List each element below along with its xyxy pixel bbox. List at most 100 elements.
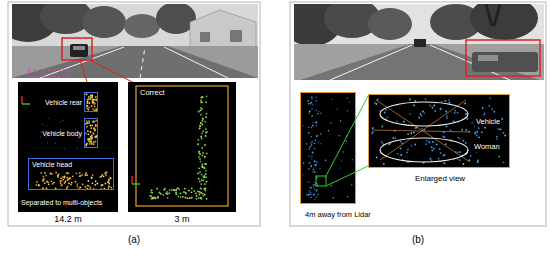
lidar-point xyxy=(42,124,43,125)
lidar-point xyxy=(315,122,317,124)
lidar-point xyxy=(498,156,500,158)
lidar-point xyxy=(308,126,310,128)
lidar-point xyxy=(188,190,190,192)
lidar-point xyxy=(202,176,204,178)
lidar-point xyxy=(108,179,110,181)
lidar-point xyxy=(60,185,62,187)
lidar-point xyxy=(489,97,491,99)
lidar-point xyxy=(311,141,313,143)
lidar-point xyxy=(198,178,200,180)
lidar-point xyxy=(414,144,416,146)
lidar-point xyxy=(310,197,312,199)
lidar-point xyxy=(200,183,202,185)
lidar-point xyxy=(153,197,155,199)
lidar-point xyxy=(311,187,313,189)
lidar-point xyxy=(203,195,205,197)
lidar-point xyxy=(493,111,495,113)
lidar-point xyxy=(201,96,203,98)
point-group xyxy=(371,97,506,165)
axis-mark xyxy=(132,183,140,185)
lidar-point xyxy=(400,154,402,156)
highlight-ellipse xyxy=(380,138,468,162)
lidar-point xyxy=(177,195,179,197)
lidar-point xyxy=(315,140,317,142)
lidar-point xyxy=(51,180,53,182)
lidar-point xyxy=(474,131,476,133)
lidar-point xyxy=(92,102,94,104)
lidar-point xyxy=(202,155,204,157)
lidar-point xyxy=(92,102,94,104)
bounding-box xyxy=(136,86,228,206)
lidar-point xyxy=(167,197,169,199)
lidar-point xyxy=(465,113,467,115)
lidar-point xyxy=(431,146,433,148)
lidar-point xyxy=(90,127,92,129)
lidar-point xyxy=(347,196,348,197)
lidar-point xyxy=(392,137,394,139)
axis-mark xyxy=(21,96,23,104)
lidar-point xyxy=(438,158,440,160)
lidar-point xyxy=(200,122,202,124)
lidar-point xyxy=(347,110,348,111)
lidar-point xyxy=(482,107,484,109)
point-group xyxy=(302,97,353,199)
lidar-point xyxy=(425,143,427,145)
lidar-point xyxy=(429,105,431,107)
lidar-point xyxy=(478,127,480,129)
lidar-point xyxy=(414,100,416,102)
lidar-point xyxy=(197,191,199,193)
lidar-point xyxy=(182,196,184,198)
lidar-point xyxy=(204,183,206,185)
zoom-box xyxy=(316,176,326,186)
detection-box xyxy=(62,38,92,60)
photo-window xyxy=(200,32,210,42)
lidar-point xyxy=(308,103,310,105)
lidar-point xyxy=(381,126,383,128)
lidar-point xyxy=(40,172,42,174)
lidar-point xyxy=(476,131,478,133)
photo-road xyxy=(12,46,258,78)
lidar-point xyxy=(62,176,64,178)
lidar-point xyxy=(388,143,390,145)
node-label: Vehicle head xyxy=(32,161,72,169)
lidar-point xyxy=(198,110,200,112)
lidar-point xyxy=(372,127,374,129)
point-group xyxy=(307,97,318,201)
lidar-point xyxy=(504,135,506,137)
lidar-point xyxy=(87,130,89,132)
lidar-point xyxy=(316,189,317,190)
node-label: Woman xyxy=(473,143,501,152)
lidar-point xyxy=(180,193,182,195)
lidar-point xyxy=(395,137,397,139)
lidar-point xyxy=(89,98,91,100)
lidar-point xyxy=(198,139,200,141)
lidar-point xyxy=(200,188,202,190)
lidar-point xyxy=(95,125,97,127)
lidar-point xyxy=(316,190,318,192)
lidar-point xyxy=(150,195,152,197)
lidar-point xyxy=(48,183,50,185)
lidar-point xyxy=(461,129,463,131)
lidar-point xyxy=(470,155,472,157)
lidar-point xyxy=(352,159,353,160)
lidar-point xyxy=(90,141,92,143)
lidar-point xyxy=(89,143,91,145)
point-group xyxy=(35,171,112,190)
lidar-point xyxy=(95,184,97,186)
lidar-point xyxy=(42,179,44,181)
lidar-point xyxy=(339,135,340,136)
lidar-point xyxy=(195,193,197,195)
lidar-point xyxy=(318,141,319,142)
lidar-point xyxy=(385,109,387,111)
lidar-point xyxy=(314,161,316,163)
lidar-point xyxy=(488,105,490,107)
lidar-point xyxy=(75,181,77,183)
lidar-point xyxy=(60,121,61,122)
lidar-point xyxy=(200,192,202,194)
lidar-point xyxy=(86,107,88,109)
lidar-point xyxy=(309,190,311,192)
lidar-point xyxy=(316,110,317,111)
lidar-point xyxy=(91,135,93,137)
lidar-point xyxy=(94,102,96,104)
lidar-point xyxy=(411,145,413,147)
